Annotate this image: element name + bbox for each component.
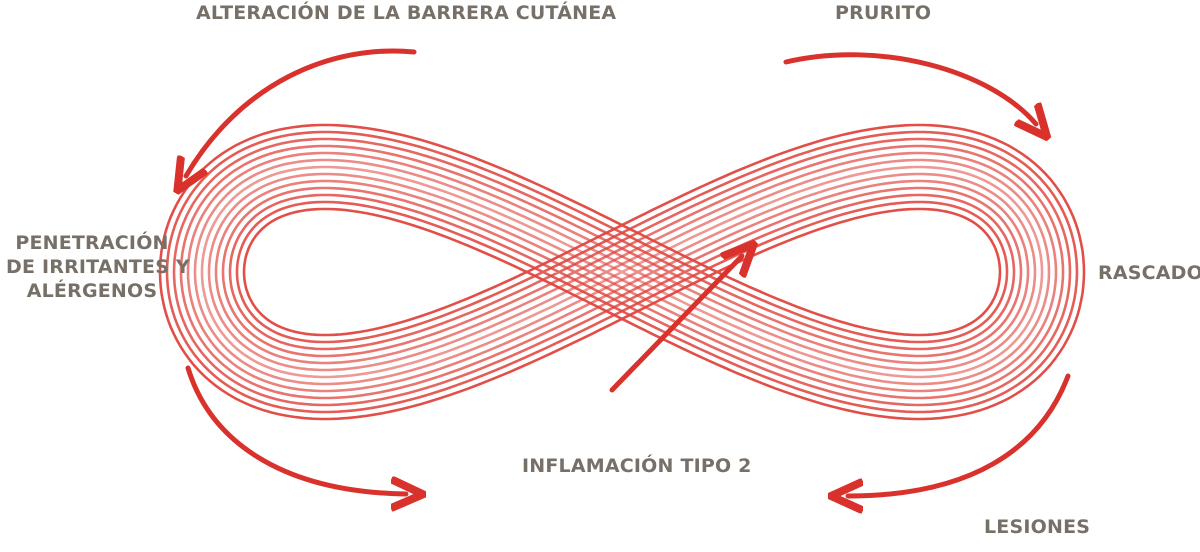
label-pruritus: PRURITO (835, 2, 932, 24)
ribbon-stripe (200, 165, 1044, 379)
ribbon-stripe (235, 130, 1079, 414)
ribbon-stripe (165, 130, 1009, 414)
label-irritant-line-2: DE IRRITANTES Y (6, 255, 190, 278)
ribbon-stripe (228, 137, 1072, 407)
ribbon-stripe (193, 158, 1037, 386)
straight-arrow-icon-center (609, 256, 742, 393)
label-irritant-penetration: PENETRACIÓN DE IRRITANTES Y ALÉRGENOS (6, 232, 190, 303)
curved-arrow-icon-top-right (783, 52, 1036, 124)
label-barrier-alteration: ALTERACIÓN DE LA BARRERA CUTÁNEA (196, 2, 617, 24)
label-type2-inflammation: INFLAMACIÓN TIPO 2 (522, 455, 752, 477)
ribbon-stripe (179, 144, 1023, 400)
curved-arrow-icon-bottom-right (848, 373, 1071, 496)
label-lesions: LESIONES (984, 516, 1091, 538)
label-scratching: RASCADO (1098, 262, 1200, 284)
label-irritant-line-3: ALÉRGENOS (26, 279, 158, 302)
curved-arrow-icon-bottom-left (185, 365, 406, 494)
ribbon-stripe (207, 158, 1051, 386)
infinity-ribbon (158, 123, 1086, 421)
ribbon-stripe (186, 151, 1030, 393)
ribbon-stripe (172, 137, 1016, 407)
ribbon-stripe (221, 144, 1065, 400)
ribbon-stripe (158, 123, 1002, 421)
ribbon-stripe (242, 123, 1086, 421)
curved-arrow-icon-top-left (186, 48, 417, 176)
ribbon-stripe (214, 151, 1058, 393)
label-irritant-line-1: PENETRACIÓN (15, 232, 169, 254)
